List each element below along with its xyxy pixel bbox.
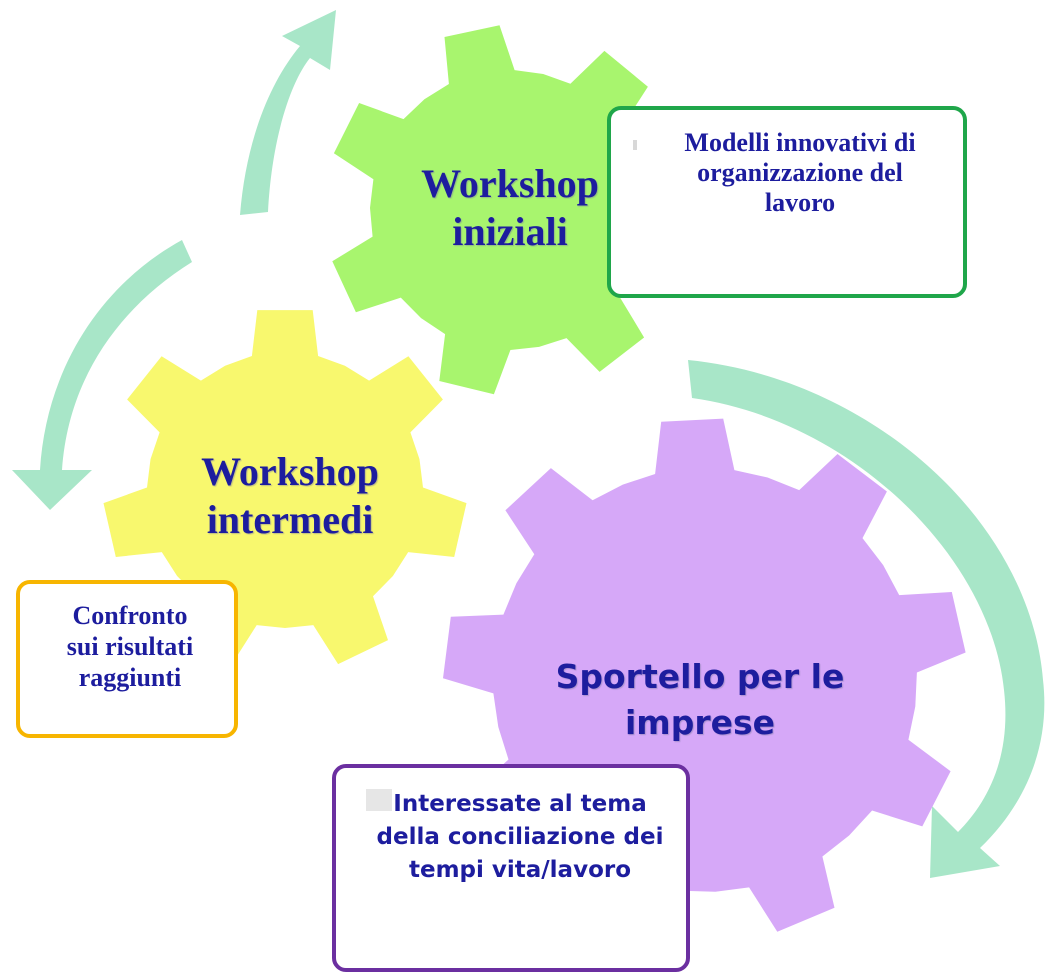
gear-intermediate bbox=[103, 310, 467, 665]
gear-label-initial: Workshop iniziali bbox=[400, 160, 620, 256]
gear-label-business: Sportello per le imprese bbox=[520, 654, 880, 746]
note-business-line2: della conciliazione dei bbox=[376, 824, 664, 850]
note-intermediate-line3: raggiunti bbox=[78, 663, 182, 692]
note-intermediate-line1: Confronto bbox=[72, 601, 188, 630]
gear-intermediate-line1: Workshop bbox=[201, 449, 379, 494]
note-intermediate-line2: sui risultati bbox=[66, 632, 194, 661]
note-initial-line1: Modelli innovativi di bbox=[684, 128, 916, 157]
note-business-line3: tempi vita/lavoro bbox=[408, 857, 632, 883]
note-text-business: Interessate al tema della conciliazione … bbox=[360, 788, 680, 887]
note-box-intermediate bbox=[16, 580, 238, 738]
note-initial-line2: organizzazione del bbox=[697, 158, 903, 187]
gear-business-line1: Sportello per le bbox=[555, 657, 845, 696]
gear-intermediate-line2: intermedi bbox=[206, 497, 374, 542]
note-business-line1: Interessate al tema bbox=[393, 791, 647, 817]
note-text-initial: Modelli innovativi di organizzazione del… bbox=[640, 128, 960, 218]
arrow-right bbox=[688, 360, 1045, 878]
cycle-arrows bbox=[12, 10, 1045, 878]
arrow-top bbox=[240, 10, 336, 215]
bullet-mark bbox=[366, 789, 392, 811]
gear-label-intermediate: Workshop intermedi bbox=[170, 448, 410, 544]
arrow-left bbox=[12, 240, 192, 510]
bullet-mark bbox=[633, 140, 637, 150]
note-initial-line3: lavoro bbox=[764, 188, 836, 217]
gear-initial bbox=[332, 25, 694, 395]
gear-initial-line2: iniziali bbox=[452, 209, 568, 254]
gear-initial-line1: Workshop bbox=[421, 161, 599, 206]
note-box-initial bbox=[607, 106, 967, 298]
gear-business-line2: imprese bbox=[625, 703, 775, 742]
note-text-intermediate: Confronto sui risultati raggiunti bbox=[40, 600, 220, 693]
